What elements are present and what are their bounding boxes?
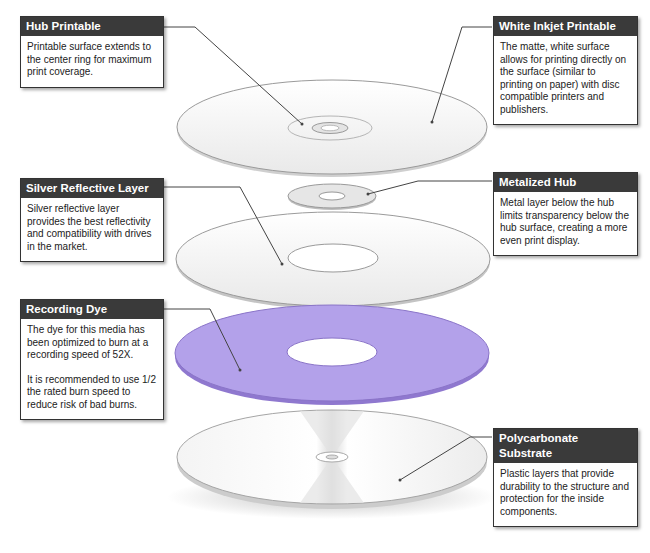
callout-text: Silver reflective layer provides the bes… xyxy=(21,198,163,261)
silver-layer xyxy=(176,212,490,306)
callout-heading: White Inkjet Printable xyxy=(494,17,637,36)
callout-heading: Hub Printable xyxy=(21,17,163,36)
leader-dot xyxy=(431,121,434,124)
leader-line xyxy=(164,309,240,370)
dye-hole xyxy=(287,338,377,366)
callout-box: Polycarbonate SubstratePlastic layers th… xyxy=(493,428,638,527)
callout-text: The matte, white surface allows for prin… xyxy=(494,36,637,124)
leader-dot xyxy=(239,369,242,372)
callout-box: Metalized HubMetal layer below the hub l… xyxy=(493,172,638,256)
callout-box: Silver Reflective LayerSilver reflective… xyxy=(20,178,164,262)
leader-dot xyxy=(281,263,284,266)
metalized-hub xyxy=(288,184,376,208)
callout-heading: Recording Dye xyxy=(21,300,163,319)
leader-line xyxy=(164,187,282,264)
poly-hole xyxy=(326,455,338,459)
hub-ring xyxy=(288,116,372,140)
callout-text: Printable surface extends to the center … xyxy=(21,36,163,87)
leader-line xyxy=(368,181,492,194)
poly-hub xyxy=(316,452,348,462)
silver-hole xyxy=(288,244,378,272)
leader-line xyxy=(164,27,302,124)
center-ring xyxy=(312,123,348,134)
leader-line xyxy=(432,27,492,122)
callout-heading: Silver Reflective Layer xyxy=(21,179,163,198)
polycarbonate-disc xyxy=(177,410,487,504)
callout-text: Metal layer below the hub limits transpa… xyxy=(494,192,637,255)
leader-dot xyxy=(301,123,304,126)
callout-text: The dye for this media has been optimize… xyxy=(21,319,163,362)
callout-box: Hub PrintablePrintable surface extends t… xyxy=(20,16,164,88)
callout-text: Plastic layers that provide durability t… xyxy=(494,463,637,526)
center-hole xyxy=(321,125,339,131)
callout-heading: Metalized Hub xyxy=(494,173,637,192)
dye-layer xyxy=(175,305,489,401)
leader-dot xyxy=(399,479,402,482)
hub-hole xyxy=(319,192,345,200)
callout-box: Recording DyeThe dye for this media has … xyxy=(20,299,164,420)
light-reflection xyxy=(300,411,364,457)
leader-line xyxy=(400,437,492,480)
callout-heading: Polycarbonate Substrate xyxy=(494,429,637,463)
leader-dot xyxy=(367,193,370,196)
light-reflection xyxy=(300,457,364,503)
callout-box: White Inkjet PrintableThe matte, white s… xyxy=(493,16,638,125)
callout-text: It is recommended to use 1/2 the rated b… xyxy=(21,362,163,420)
